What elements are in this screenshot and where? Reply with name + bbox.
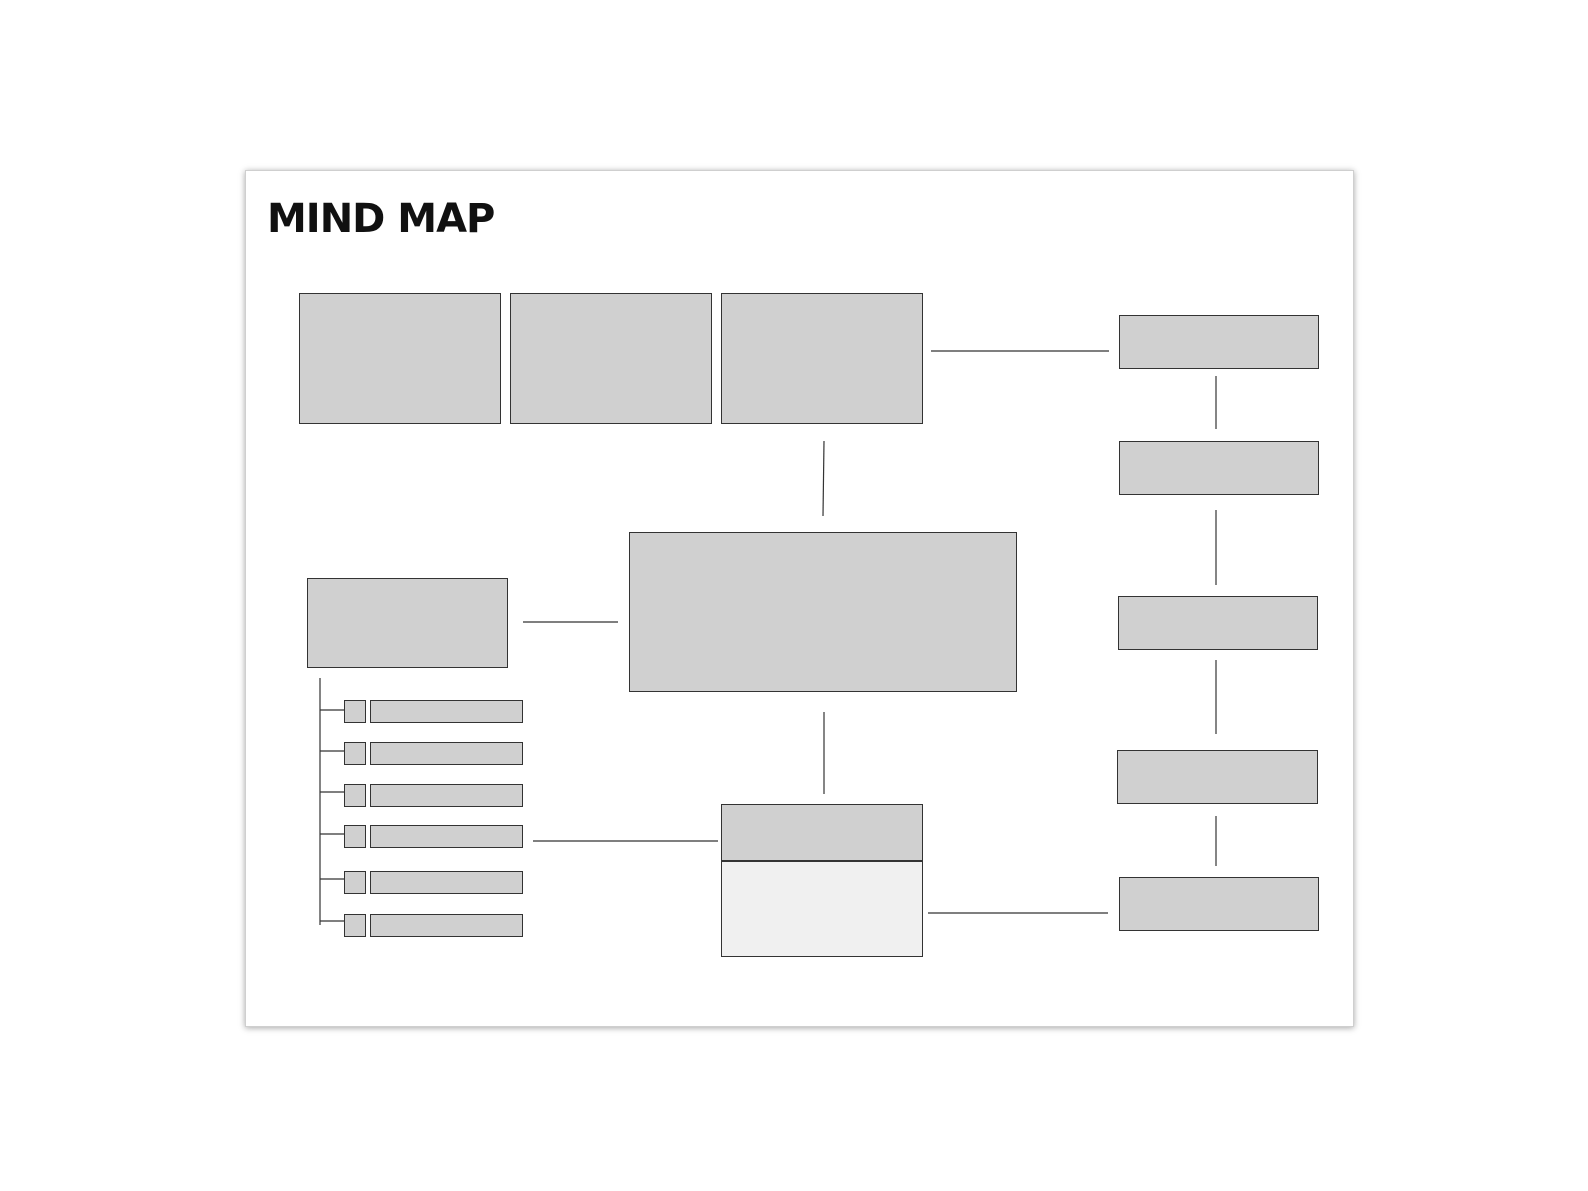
list-item-5-field[interactable] xyxy=(370,871,523,894)
list-item-4-checkbox[interactable] xyxy=(344,825,366,848)
right-box-3[interactable] xyxy=(1118,596,1318,650)
list-item-4-field[interactable] xyxy=(370,825,523,848)
list-item-2-checkbox[interactable] xyxy=(344,742,366,765)
right-box-5[interactable] xyxy=(1119,877,1319,931)
list-item-3-checkbox[interactable] xyxy=(344,784,366,807)
connector-top-center xyxy=(822,440,825,517)
bottom-card-body[interactable] xyxy=(721,860,923,957)
right-box-2[interactable] xyxy=(1119,441,1319,495)
list-item-5-checkbox[interactable] xyxy=(344,871,366,894)
list-item-6-field[interactable] xyxy=(370,914,523,937)
list-item-2-field[interactable] xyxy=(370,742,523,765)
right-box-4[interactable] xyxy=(1117,750,1318,804)
list-item-3-field[interactable] xyxy=(370,784,523,807)
top-box-2[interactable] xyxy=(510,293,712,424)
top-box-3[interactable] xyxy=(721,293,923,424)
central-topic-box[interactable] xyxy=(629,532,1017,692)
right-box-1[interactable] xyxy=(1119,315,1319,369)
page-title: MIND MAP xyxy=(267,196,495,242)
bottom-card-header[interactable] xyxy=(721,804,923,861)
list-item-1-checkbox[interactable] xyxy=(344,700,366,723)
mind-map-sheet: MIND MAP xyxy=(245,170,1354,1027)
left-branch-box[interactable] xyxy=(307,578,508,668)
list-item-6-checkbox[interactable] xyxy=(344,914,366,937)
list-item-1-field[interactable] xyxy=(370,700,523,723)
top-box-1[interactable] xyxy=(299,293,501,424)
